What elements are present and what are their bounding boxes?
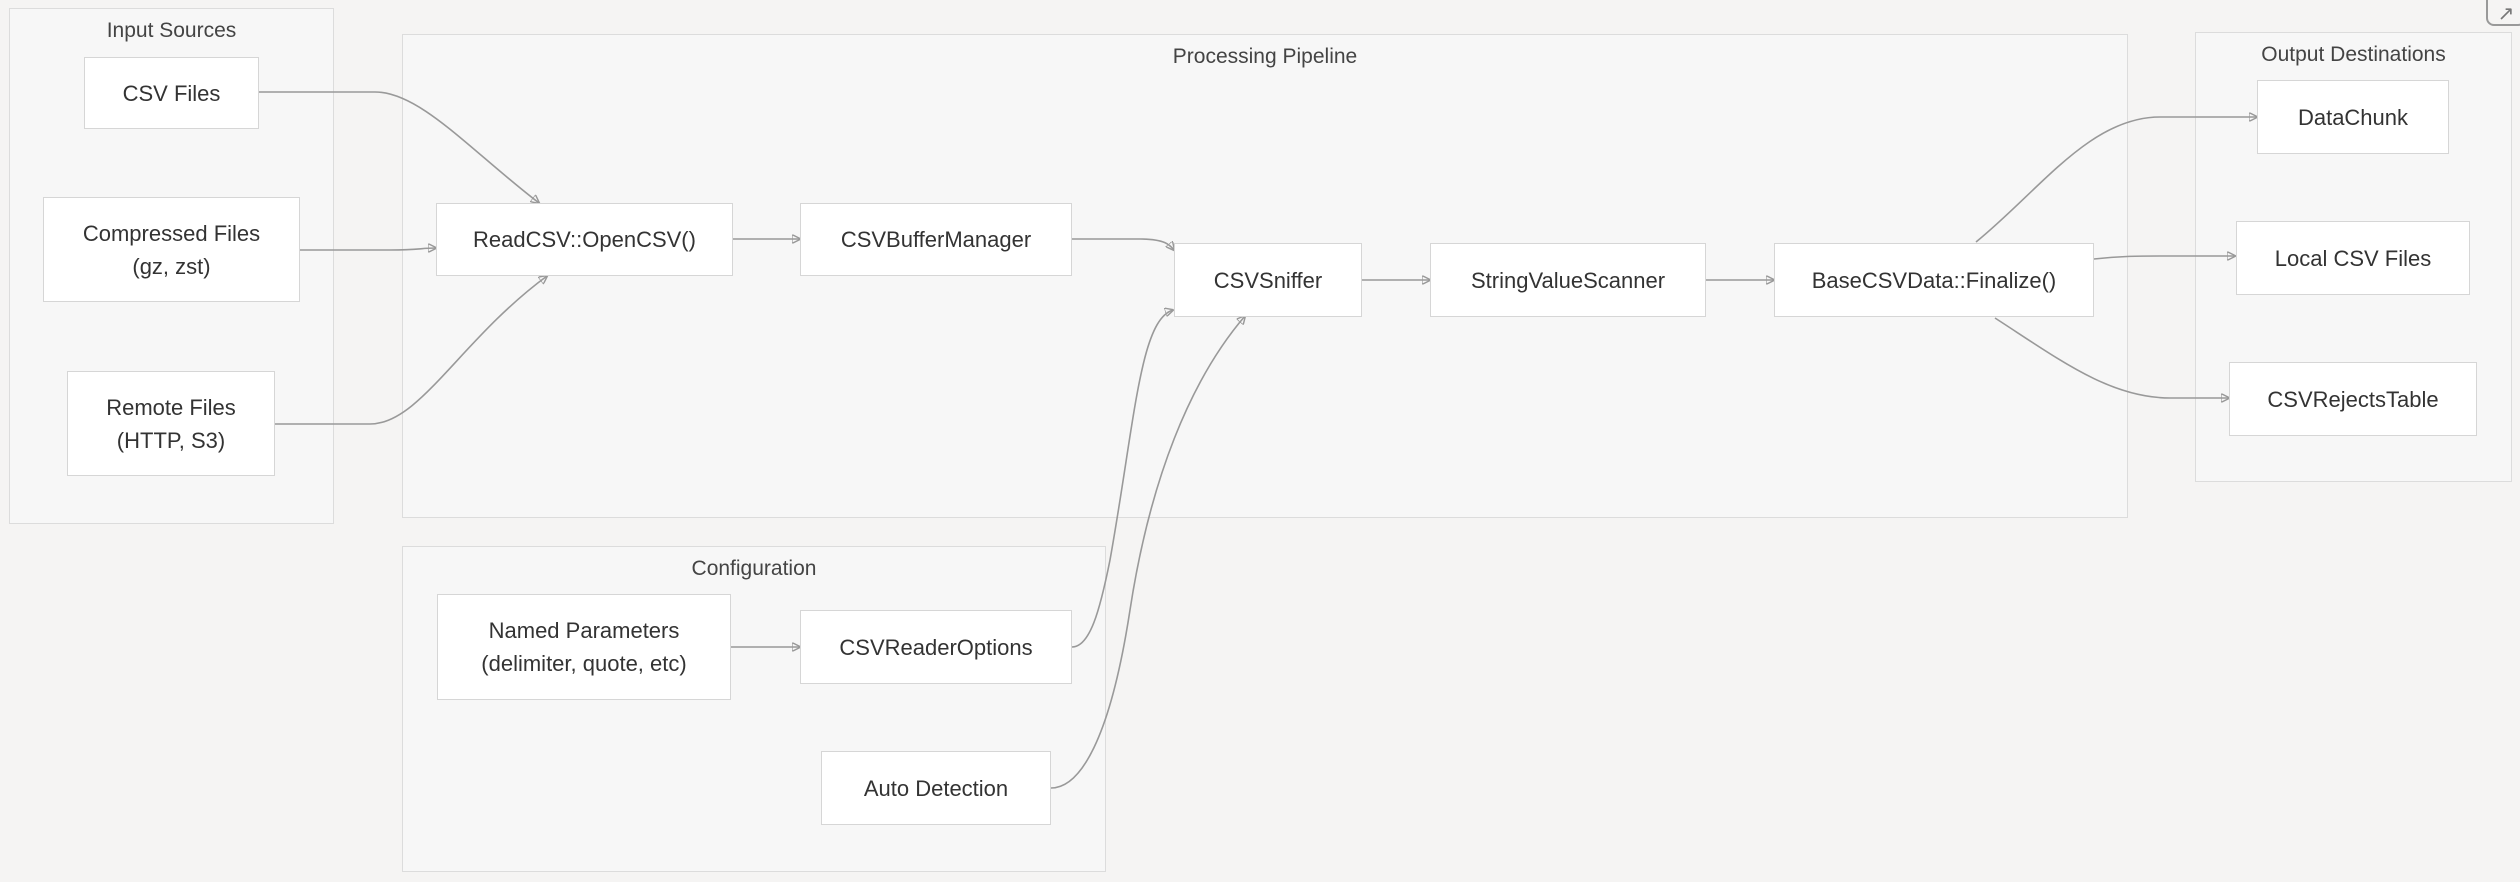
- expand-icon: ↗: [2497, 3, 2515, 25]
- group-title-output-destinations: Output Destinations: [2261, 43, 2446, 66]
- group-title-processing-pipeline: Processing Pipeline: [1172, 45, 1358, 68]
- node-csv-reader-options[interactable]: CSVReaderOptions: [800, 610, 1072, 684]
- node-csv-files[interactable]: CSV Files: [84, 57, 259, 129]
- node-string-value-scanner[interactable]: StringValueScanner: [1430, 243, 1706, 317]
- node-remote-files[interactable]: Remote Files (HTTP, S3): [67, 371, 275, 476]
- group-title-input-sources: Input Sources: [106, 19, 237, 42]
- node-csv-rejects-table[interactable]: CSVRejectsTable: [2229, 362, 2477, 436]
- node-read-csv-open[interactable]: ReadCSV::OpenCSV(): [436, 203, 733, 276]
- node-csv-sniffer[interactable]: CSVSniffer: [1174, 243, 1362, 317]
- node-named-parameters[interactable]: Named Parameters (delimiter, quote, etc): [437, 594, 731, 700]
- node-data-chunk[interactable]: DataChunk: [2257, 80, 2449, 154]
- node-local-csv-files[interactable]: Local CSV Files: [2236, 221, 2470, 295]
- group-title-configuration: Configuration: [691, 557, 817, 580]
- node-auto-detection[interactable]: Auto Detection: [821, 751, 1051, 825]
- node-csv-buffer-manager[interactable]: CSVBufferManager: [800, 203, 1072, 276]
- node-base-csv-finalize[interactable]: BaseCSVData::Finalize(): [1774, 243, 2094, 317]
- node-compressed-files[interactable]: Compressed Files (gz, zst): [43, 197, 300, 302]
- expand-button[interactable]: ↗: [2486, 0, 2520, 26]
